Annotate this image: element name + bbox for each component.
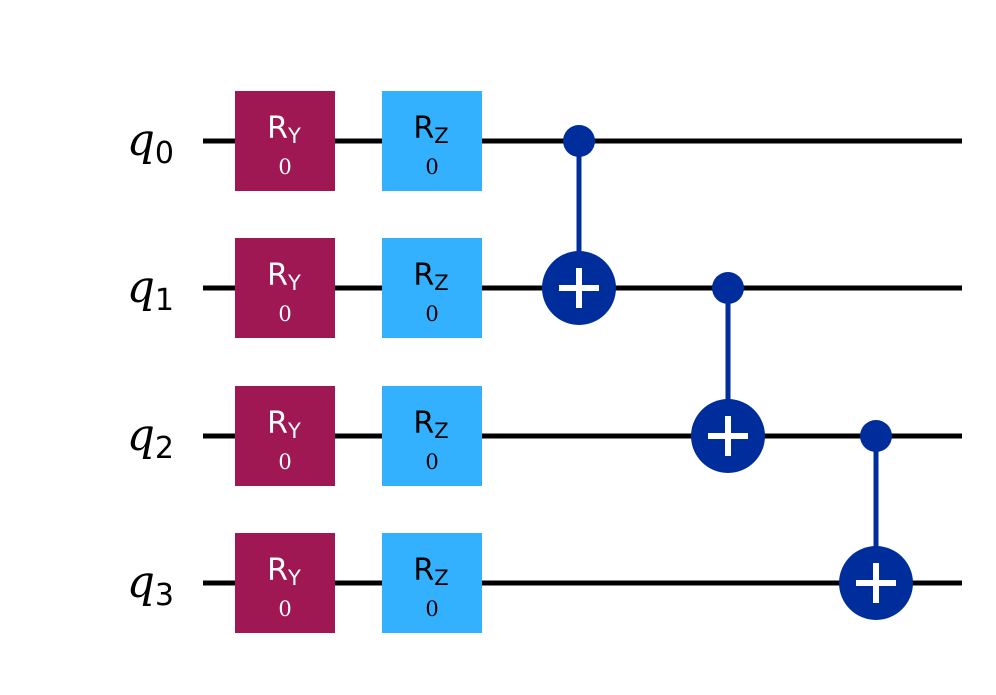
qubit-label-index: 2 [155, 431, 174, 466]
gate-label: RY [267, 258, 301, 295]
rz-gate-q3: RZ 0 [382, 533, 482, 633]
cnot-control-dot [563, 125, 595, 157]
gate-label: RZ [413, 553, 448, 590]
qubit-label-0: q0 [127, 115, 174, 171]
gate-parameter: 0 [278, 302, 291, 326]
gate-symbol: R [413, 258, 434, 293]
gate-box [235, 238, 335, 338]
qubit-label-2: q2 [127, 410, 174, 466]
gate-subscript: Z [434, 124, 448, 148]
gate-box [382, 91, 482, 191]
gate-box [235, 386, 335, 486]
gate-parameter: 0 [278, 155, 291, 179]
gate-symbol: R [267, 553, 288, 588]
ry-gate-q3: RY 0 [235, 533, 335, 633]
rz-gate-q2: RZ 0 [382, 386, 482, 486]
gate-subscript: Y [287, 566, 301, 590]
gate-box [235, 533, 335, 633]
gate-box [235, 91, 335, 191]
gate-box [382, 238, 482, 338]
gate-subscript: Y [287, 271, 301, 295]
qubit-label-name: q [127, 262, 155, 313]
gate-box [382, 533, 482, 633]
cnot-connectors [576, 141, 879, 583]
gate-symbol: R [267, 406, 288, 441]
cnot-gate-0 [542, 125, 616, 325]
qubit-label-index: 1 [155, 283, 174, 318]
gate-parameter: 0 [425, 155, 438, 179]
gate-parameter: 0 [278, 450, 291, 474]
qubit-wires [203, 138, 962, 586]
gate-parameter: 0 [425, 302, 438, 326]
gate-subscript: Z [434, 566, 448, 590]
gate-symbol: R [267, 111, 288, 146]
gate-label: RY [267, 553, 301, 590]
cnot-gate-1 [691, 272, 765, 473]
qubit-label-3: q3 [127, 557, 174, 613]
qubit-label-name: q [127, 115, 155, 166]
gate-label: RY [267, 111, 301, 148]
gate-label: RZ [413, 111, 448, 148]
cnot-control-dot [712, 272, 744, 304]
gate-symbol: R [413, 111, 434, 146]
gate-box [382, 386, 482, 486]
gate-subscript: Y [287, 419, 301, 443]
gate-symbol: R [267, 258, 288, 293]
gate-label: RZ [413, 406, 448, 443]
qubit-label-index: 3 [155, 578, 174, 613]
gate-subscript: Z [434, 419, 448, 443]
cnot-control-dot [860, 420, 892, 452]
rz-gate-q0: RZ 0 [382, 91, 482, 191]
ry-gate-q1: RY 0 [235, 238, 335, 338]
ry-gate-q0: RY 0 [235, 91, 335, 191]
cnot-gate-2 [839, 420, 913, 620]
gate-symbol: R [413, 553, 434, 588]
qubit-label-index: 0 [155, 136, 174, 171]
qubit-label-name: q [127, 557, 155, 608]
ry-gate-q2: RY 0 [235, 386, 335, 486]
rz-gate-q1: RZ 0 [382, 238, 482, 338]
gate-subscript: Y [287, 124, 301, 148]
cnot-gates [542, 125, 913, 620]
gate-parameter: 0 [425, 597, 438, 621]
gate-subscript: Z [434, 271, 448, 295]
qubit-label-name: q [127, 410, 155, 461]
qubit-label-1: q1 [127, 262, 174, 318]
gate-label: RY [267, 406, 301, 443]
gate-parameter: 0 [278, 597, 291, 621]
gate-symbol: R [413, 406, 434, 441]
gate-parameter: 0 [425, 450, 438, 474]
gate-label: RZ [413, 258, 448, 295]
